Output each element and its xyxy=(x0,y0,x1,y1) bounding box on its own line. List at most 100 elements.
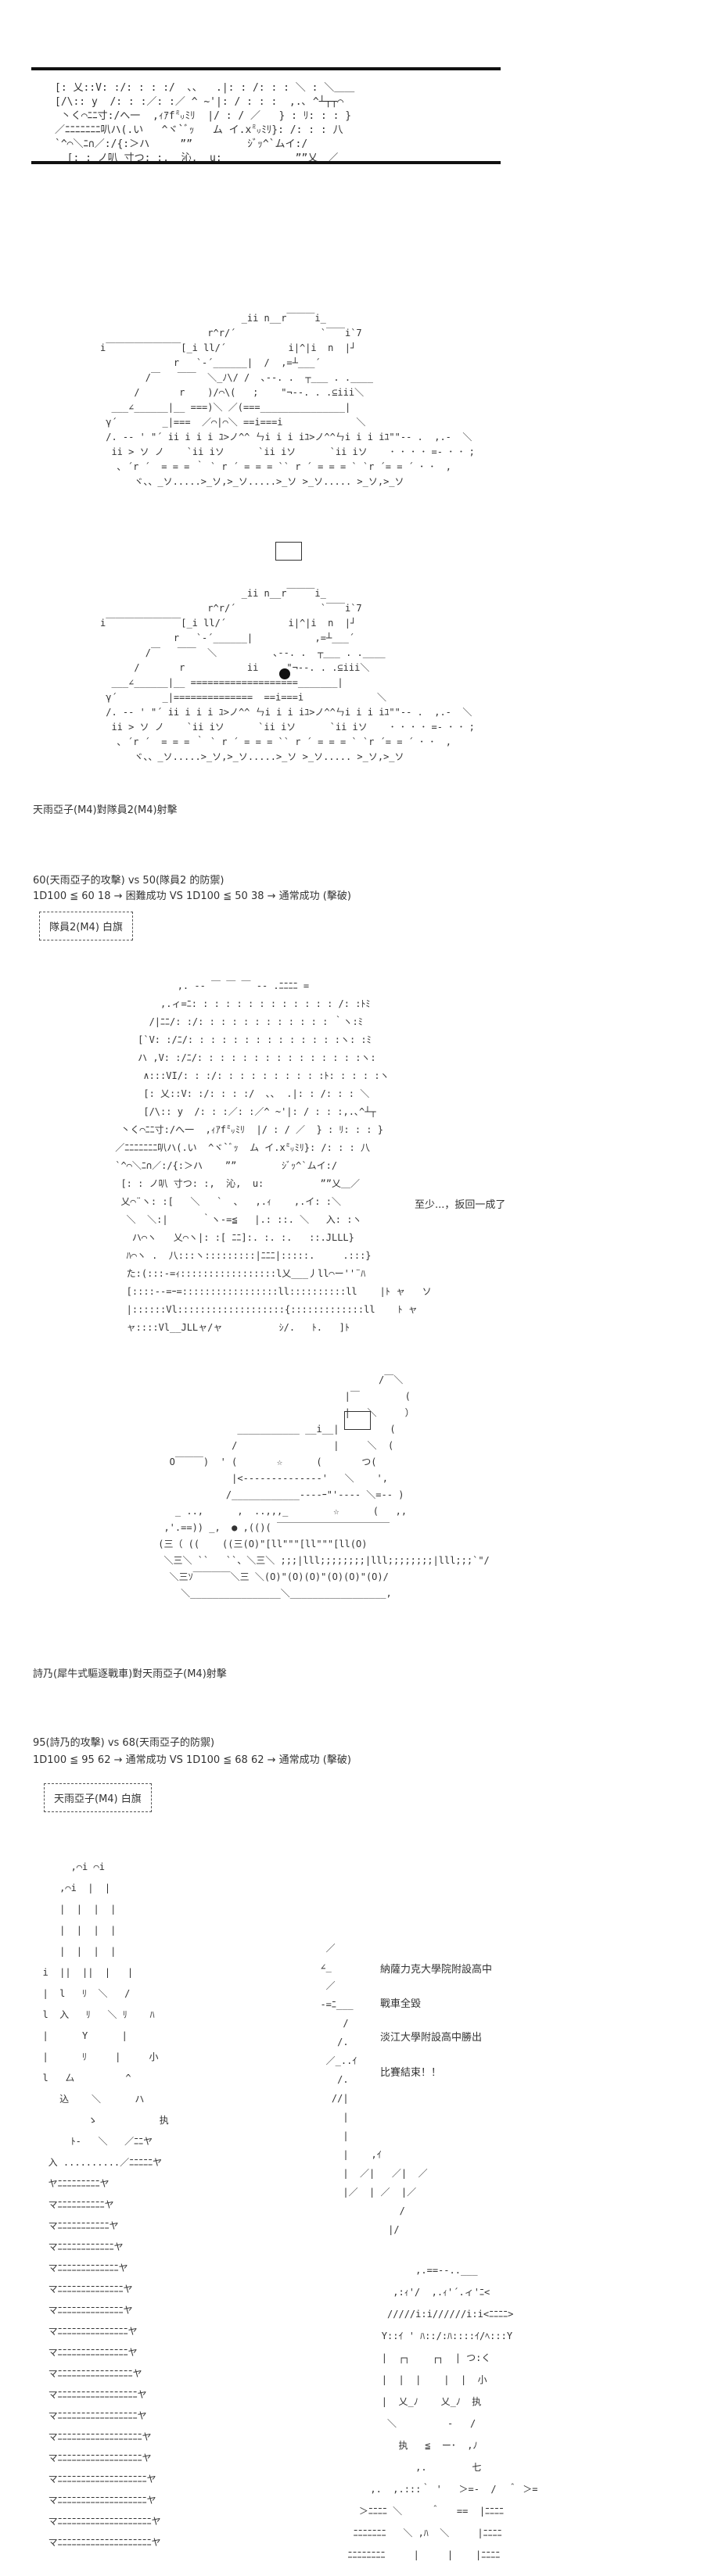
art-line: / | ＼ ( xyxy=(153,1440,394,1451)
art-line: マﾆﾆﾆﾆﾆﾆﾆﾆﾆﾆﾆﾆﾆﾆヤ xyxy=(31,2305,133,2316)
art-line: ﾊ⌒ヽ . 八:::ヽ:::::::::|ﾆﾆﾆ|:::::. .:::} xyxy=(110,1250,372,1261)
art-line: | xyxy=(309,2112,349,2123)
art-line: | ／| ／| ／ xyxy=(309,2168,428,2179)
panel1-title: 天雨亞子(M4)對隊員2(M4)射擊 xyxy=(33,804,178,816)
art-line: | | | | | 小 xyxy=(336,2374,487,2385)
art-line: 乂⌒¨ヽ: :[ ＼ ` ､ ,.ｨ ,.イ: :＼ xyxy=(110,1196,341,1207)
art-line: | ┌┐ ┌┐ | つ:く xyxy=(336,2352,491,2363)
art-line: l 厶 ^ xyxy=(31,2073,131,2083)
art-line: マﾆﾆﾆﾆﾆﾆﾆﾆﾆﾆﾆﾆﾆﾆﾆﾆﾆヤ xyxy=(31,2389,147,2400)
art-line: i￣￣￣￣￣￣￣￣[_i ll/´ i|^|i n |┘ xyxy=(100,342,357,353)
flag-icon xyxy=(275,542,302,561)
art-line: ゝ 执 xyxy=(31,2115,169,2126)
art-line: ＼ - / xyxy=(336,2418,476,2429)
art-line: マﾆﾆﾆﾆﾆﾆﾆﾆﾆﾆﾆﾆﾆﾆﾆﾆヤ xyxy=(31,2368,142,2379)
art-line: ,⌒i ⌒i xyxy=(31,1861,105,1872)
art-line: ,. ,.:::｀ ' ＞=- / ＾ ＞= xyxy=(336,2484,538,2495)
art-line: |￣ ( xyxy=(153,1391,411,1402)
art-line: i || || | | xyxy=(31,1967,134,1978)
art-line: ,. -‐ ￣ ￣ ￣ ‐- .ﾆﾆﾆﾆ = xyxy=(110,980,310,991)
art-line: /. -- ' "´ ii i i i ﾕ>ノ^^ ㄣi i i iﾕ>ノ^^ㄣ… xyxy=(100,432,472,442)
art-line: | ﾘ | 小 xyxy=(31,2051,159,2062)
header-art: [: 乂::V: :/: : : :/ ､､ .|: : /: : : ＼ : … xyxy=(55,81,354,166)
art-line: / r ii "¬--. . .⊆iii＼ xyxy=(100,662,370,673)
art-line: Y::ｲ ' ﾊ::/:ﾊ::::ｲ/ﾍ:::Y xyxy=(336,2331,513,2341)
art-line: 丶く⌒ﾆﾆ寸:/へ一 ,ｨｱf㍉ﾐﾘ |/ : / ／ } : ﾘ: : : } xyxy=(55,110,352,122)
art-line: ∧:::VI/: : :/: : : : : : : : : :ﾄ: : : :… xyxy=(110,1070,390,1081)
art-line: [: 乂::V: :/: : : :/ ､､ .|: : /: : : ＼ xyxy=(110,1088,370,1099)
art-line: マﾆﾆﾆﾆﾆﾆﾆﾆﾆﾆﾆﾆﾆﾆﾆヤ xyxy=(31,2347,138,2358)
art-line: / r )/⌒\( ; "¬--. . .⊆iii＼ xyxy=(100,387,365,398)
art-line: [: 乂::V: :/: : : :/ ､､ .|: : /: : : ＼ : … xyxy=(55,82,355,94)
art-line: ＞ﾆﾆﾆﾆ ＼ ＾ == |ﾆﾆﾆﾆ xyxy=(336,2506,505,2517)
art-line: マﾆﾆﾆﾆﾆﾆﾆﾆﾆﾆﾆﾆﾆﾆﾆﾆﾆﾆﾆﾆヤ xyxy=(31,2537,161,2548)
art-line: γ´ _|============== ==i===i ＼ xyxy=(100,692,387,703)
art-line: [/\:: y /: : :／: :／^ ~'|: / : : :,.､^┴┬ xyxy=(110,1106,376,1117)
art-line: ___________ __i__| ( xyxy=(153,1424,396,1435)
art-line: / xyxy=(309,2018,349,2029)
art-line: マﾆﾆﾆﾆﾆﾆﾆﾆﾆﾆﾆﾆﾆﾆﾆﾆﾆﾆヤ xyxy=(31,2452,152,2463)
art-line: |<--------------' ＼ ', xyxy=(153,1473,388,1484)
art-line: /|ﾆﾆ/: :/: : : : : : : : : : : : ｀ヽ:ﾐ xyxy=(110,1016,363,1027)
art-line: /￣ ￣￣ ＼ ､--. . ┬___ . .____ xyxy=(100,647,386,658)
art-line: マﾆﾆﾆﾆﾆﾆﾆﾆﾆﾆﾆヤ xyxy=(31,2220,119,2231)
art-line: ／ xyxy=(309,1980,336,1991)
art-line: /. xyxy=(309,2037,349,2048)
art-line: ヾ、、_ソ.....>_ソ,>_ソ.....>_ソ >_ソ..... >_ソ,>… xyxy=(100,476,404,487)
art-line: [::::--=ｰ=:::::::::::::::::ll::::::::::l… xyxy=(110,1286,432,1297)
art-line: マﾆﾆﾆﾆﾆﾆﾆﾆﾆﾆﾆﾆヤ xyxy=(31,2241,124,2252)
art-line: (三（ (( ((三(O)"[ll"""[ll"""[ll(O) xyxy=(153,1539,368,1550)
art-line: ／ﾆﾆﾆﾆﾆﾆﾆ叭ハ(.い ^ヾ`ﾞｯ ム イ.x㍉ﾐﾘ}: /: : : 八 xyxy=(110,1142,370,1153)
art-line: ,. 七 xyxy=(336,2462,482,2473)
panel2-stats: 95(詩乃的攻擊) vs 68(天雨亞子的防禦) xyxy=(33,1737,215,1749)
header-rule-bottom xyxy=(31,161,501,164)
art-line: ハ ,V: :/ﾆ/: : : : : : : : : : : : : : :ヽ… xyxy=(110,1052,376,1063)
ending-line-3: 淡江大學附設高中勝出 xyxy=(380,2032,483,2044)
art-line: 执 ≦ ー･ ,ﾉ xyxy=(336,2440,483,2451)
art-line: | | | | xyxy=(31,1925,117,1936)
art-line: r `-´______| ,=┴___´ xyxy=(100,632,355,643)
art-line: マﾆﾆﾆﾆﾆﾆﾆﾆﾆﾆﾆﾆﾆﾆﾆﾆﾆﾆﾆﾆヤ xyxy=(31,2516,161,2527)
art-line: ヾ、、_ソ.....>_ソ,>_ソ.....>_ソ >_ソ..... >_ソ,>… xyxy=(100,751,404,762)
art-line: ､ ´r ´ = = = ｀ ` r ´ = = = `` r ´ = = = … xyxy=(100,461,452,472)
art-line: /____________----ｰ"'---- ＼=-- ) xyxy=(153,1489,404,1500)
art-line: ii > ソ ノ `ii iソ `ii iソ `ii iソ ･ ･ ･ ･ =-… xyxy=(100,722,475,733)
girl-art: ,. -‐ ￣ ￣ ￣ ‐- .ﾆﾆﾆﾆ = ,.ィ=ﾆ: : : : : : … xyxy=(110,977,432,1337)
art-line: //| xyxy=(309,2093,349,2104)
art-line: ,.ィ=ﾆ: : : : : : : : : : : : : /: :ﾄﾐ xyxy=(110,998,371,1009)
panel1-roll: 1D100 ≦ 60 18 → 困難成功 VS 1D100 ≦ 50 38 → … xyxy=(33,890,351,902)
art-line: | xyxy=(309,2130,349,2141)
girl-face-art: ,.==--..___ ,:ｨ'/ ,.ｨ'´.ィ'ﾆ< /////i:i///… xyxy=(336,2259,538,2566)
art-line: マﾆﾆﾆﾆﾆﾆﾆﾆﾆﾆﾆﾆﾆﾆヤ xyxy=(31,2284,133,2295)
art-line: た:(:::-=ｨ:::::::::::::::::l乂___丿ll⌒ー''¨ﾊ xyxy=(110,1268,366,1279)
art-line: / xyxy=(309,2205,405,2216)
art-line: ﾄ- ＼ ／ﾆﾆヤ xyxy=(31,2136,153,2147)
art-line: |/ xyxy=(309,2224,400,2235)
art-line: /￣ ￣￣ ＼_ﾉ\/ / ､--. . ┬___ . .____ xyxy=(100,372,373,383)
hand-art: ,⌒i ⌒i ,⌒i | | | | | | | | | | | | | | i… xyxy=(31,1857,169,2553)
tank-art-3: /￣＼ |￣ ( | ＼ ） ___________ __i__| ( / | … xyxy=(153,1372,490,1602)
art-line: -=ﾆ___ xyxy=(309,1999,354,2010)
art-line: r `-´______| / ,=┴___´ xyxy=(100,357,321,368)
art-line: r^r/´ `￣￣i`7 xyxy=(100,603,362,614)
art-line: `^⌒＼ﾆ∩／:/{:＞ハ ”” ｼﾞｯ^`ムイ:/ xyxy=(55,138,308,150)
art-line: | ＼ ） xyxy=(153,1407,415,1418)
ending-line-1: 納薩力克大學院附設高中 xyxy=(380,1964,493,1976)
art-line: γ´ _|=== ／⌒|⌒＼ ==i===i ＼ xyxy=(100,417,366,428)
art-line: マﾆﾆﾆﾆﾆﾆﾆﾆﾆﾆﾆﾆﾆヤ xyxy=(31,2263,128,2273)
shell-hole-icon xyxy=(279,668,290,679)
art-line: ャ::::Vl__JLLャ/ャ ｼ/. ﾄ. ]ﾄ xyxy=(110,1322,350,1333)
art-line: _ii n__r￣￣￣i_ xyxy=(100,313,326,324)
art-line: ／_..ｲ xyxy=(309,2055,357,2066)
art-line: | | | | xyxy=(31,1904,117,1915)
art-line: | Y | xyxy=(31,2030,128,2041)
ending-line-2: 戰車全毀 xyxy=(380,1998,422,2010)
art-line: ___∠______|__ ===================_______… xyxy=(100,677,343,688)
art-line: ＼________________＼_________________, xyxy=(153,1588,392,1599)
art-line: マﾆﾆﾆﾆﾆﾆﾆﾆﾆﾆﾆﾆﾆﾆﾆﾆﾆﾆﾆヤ xyxy=(31,2495,156,2506)
art-line: 入 ..........／ﾆﾆﾆﾆﾆヤ xyxy=(31,2157,163,2168)
art-line: [: : ノ叭 寸つ: :, 沁, u: ””乂＿／ xyxy=(110,1178,360,1189)
panel2-roll: 1D100 ≦ 95 62 → 通常成功 VS 1D100 ≦ 68 62 → … xyxy=(33,1754,351,1766)
art-line: |::::::Vl:::::::::::::::::::{:::::::::::… xyxy=(110,1304,418,1315)
